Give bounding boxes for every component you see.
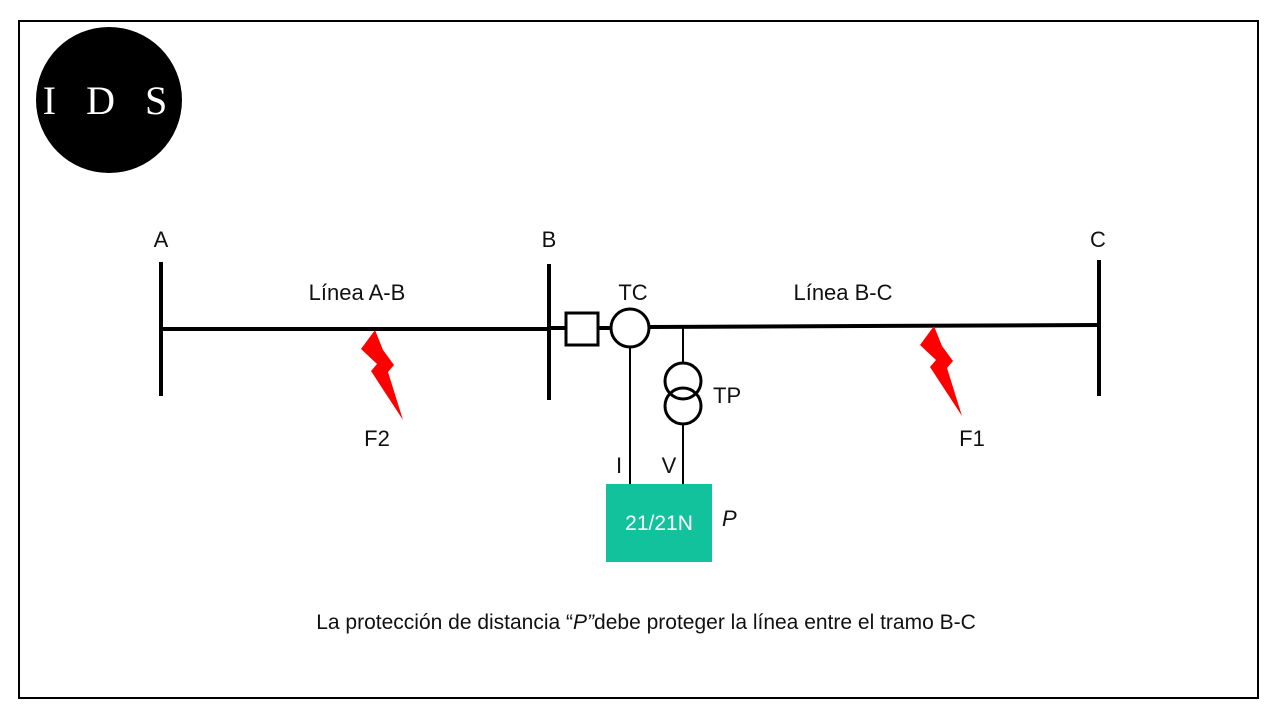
ids-logo: I D S (36, 27, 182, 173)
fault-f1-label: F1 (959, 426, 985, 451)
line-ab-label: Línea A-B (309, 280, 406, 305)
fault-f1-lightning-icon (920, 326, 962, 416)
relay-name: P (722, 506, 737, 531)
current-label: I (616, 453, 622, 478)
relay-label: 21/21N (625, 512, 693, 535)
relay-box (606, 484, 712, 562)
fault-f2-lightning-icon (361, 330, 403, 420)
circuit-breaker (564, 311, 600, 347)
voltage-label: V (662, 453, 677, 478)
line-bc (648, 323, 1100, 329)
caption-after: debe proteger la línea entre el tramo B-… (594, 611, 976, 634)
distance-relay: 21/21N (606, 484, 712, 562)
line-bc-label: Línea B-C (793, 280, 892, 305)
bus-b-label: B (542, 227, 557, 252)
frame-border (18, 20, 1259, 699)
current-transformer (609, 307, 651, 349)
bus-c-label: C (1090, 227, 1106, 252)
fault-f2-label: F2 (364, 426, 390, 451)
bus-a-label: A (154, 227, 169, 252)
caption-before: La protección de distancia “ (316, 611, 573, 634)
caption: La protección de distancia “P”debe prote… (316, 611, 976, 634)
ct-label: TC (618, 280, 647, 305)
caption-relay-name: P” (573, 611, 595, 634)
logo-text: I D S (43, 78, 177, 123)
logo-circle (36, 27, 182, 173)
pt-label: TP (713, 383, 741, 408)
